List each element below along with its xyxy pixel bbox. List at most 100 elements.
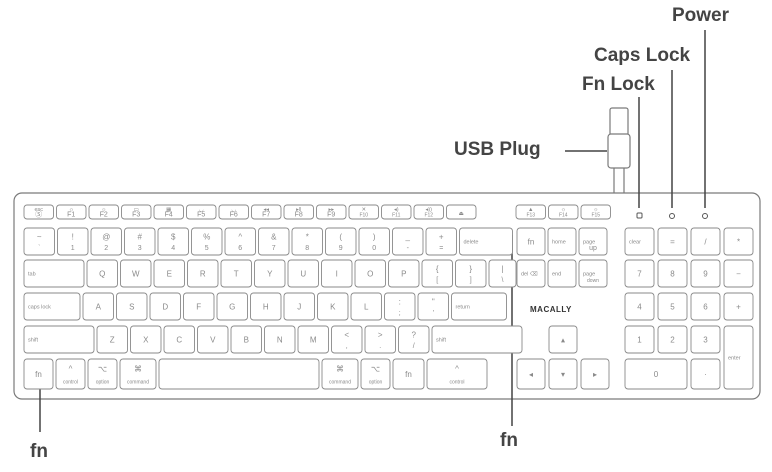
key-f15-cap (580, 204, 611, 220)
key-f13: ▲F13 (515, 204, 546, 220)
key-arrow-down: ▾ (548, 358, 578, 390)
key-delete: delete (459, 227, 513, 256)
key-np-0: 0 (624, 358, 688, 390)
key-delete-fwd-label: del ⌫ (521, 271, 539, 278)
key-shift-left: shift (23, 325, 95, 354)
key-r: R (187, 259, 219, 288)
key-caps-lock-cap (23, 292, 81, 321)
key-np-6-cap (690, 292, 721, 321)
key-f4-cap (153, 204, 184, 220)
key-7-cap (258, 227, 290, 256)
key-f2-cap (88, 204, 119, 220)
key-command-left-sublabel: command (127, 380, 149, 386)
key-home-cap (547, 227, 577, 256)
key-caps-lock-label: caps lock (28, 305, 51, 311)
key-f15-label: ☼ (593, 207, 598, 213)
key-u-cap (287, 259, 319, 288)
key-6-cap (224, 227, 256, 256)
key-np-4-label: 4 (637, 303, 642, 312)
key-np-5: 5 (657, 292, 688, 321)
key-rbracket-label: } (469, 264, 472, 273)
key-l-cap (350, 292, 382, 321)
key-e-cap (153, 259, 185, 288)
key-clear: clear (624, 227, 655, 256)
key-5: %5 (191, 227, 223, 256)
power-led-icon (702, 213, 708, 219)
key-semicolon-cap (384, 292, 416, 321)
key-option-right: ⌥option (360, 358, 391, 390)
key-f10-label: ✕ (361, 207, 366, 213)
key-np-divide-label: / (704, 238, 707, 247)
key-page-down-sublabel: down (587, 278, 599, 284)
key-tilde-cap (23, 227, 55, 256)
key-page-up-label: page (583, 240, 595, 246)
key-rbracket-cap (455, 259, 487, 288)
key-comma-sublabel: , (346, 343, 348, 350)
key-np-0-cap (624, 358, 688, 390)
key-5-sublabel: 5 (205, 245, 209, 252)
key-option-left-sublabel: option (96, 380, 110, 386)
key-np-minus-cap (723, 259, 754, 288)
key-comma: <, (331, 325, 363, 354)
key-command-left-label: ⌘ (134, 365, 142, 374)
key-f15-sublabel: F15 (591, 212, 600, 218)
key-a-label: A (96, 303, 102, 312)
key-clear-label: clear (629, 240, 641, 246)
key-comma-label: < (344, 330, 349, 339)
key-tilde-sublabel: ` (38, 245, 40, 252)
caps-lock-led-icon (669, 213, 675, 219)
key-8-sublabel: 8 (305, 245, 309, 252)
key-option-right-sublabel: option (369, 380, 383, 386)
key-0-label: ) (373, 232, 376, 241)
key-period-cap (364, 325, 396, 354)
key-semicolon-sublabel: ; (399, 310, 401, 317)
key-b-cap (230, 325, 262, 354)
key-f11-label: ◂) (394, 207, 399, 213)
key-2-sublabel: 2 (104, 245, 108, 252)
key-6-sublabel: 6 (238, 245, 242, 252)
key-slash: ?/ (398, 325, 430, 354)
key-f10-sublabel: F10 (359, 212, 368, 218)
key-f7-sublabel: F7 (262, 211, 270, 218)
key-np-multiply-cap (723, 227, 754, 256)
key-f14-cap (548, 204, 579, 220)
key-k: K (317, 292, 349, 321)
key-fn-nav-label: fn (528, 238, 535, 247)
key-esc-label: esc (34, 207, 43, 213)
key-m: M (297, 325, 329, 354)
key-rbracket: }] (455, 259, 487, 288)
key-u: U (287, 259, 319, 288)
key-np-divide: / (690, 227, 721, 256)
key-backslash: |\ (488, 259, 517, 288)
callout-fn-lock: Fn Lock (582, 74, 655, 95)
key-d-label: D (162, 303, 168, 312)
key-np-8: 8 (657, 259, 688, 288)
key-f6-sublabel: F6 (230, 211, 238, 218)
key-period: >. (364, 325, 396, 354)
key-rbracket-sublabel: ] (470, 277, 472, 284)
key-option-left-cap (87, 358, 118, 390)
key-i: I (321, 259, 353, 288)
key-f11: ◂)F11 (381, 204, 412, 220)
key-f10-cap (348, 204, 379, 220)
key-command-left-cap (119, 358, 157, 390)
key-delete-cap (459, 227, 513, 256)
key-0-sublabel: 0 (372, 245, 376, 252)
key-6: ^6 (224, 227, 256, 256)
key-5-label: % (203, 232, 210, 241)
key-page-down-cap (578, 259, 608, 288)
key-f1-cap (56, 204, 87, 220)
key-control-left-sublabel: control (63, 380, 78, 386)
key-n-label: N (277, 336, 283, 345)
key-np-4: 4 (624, 292, 655, 321)
key-tilde-label: ~ (37, 232, 42, 241)
key-t: T (220, 259, 252, 288)
key-f1-sublabel: F1 (67, 211, 75, 218)
key-shift-right-label: shift (436, 338, 447, 344)
key-end-label: end (552, 272, 561, 278)
key-f4-sublabel: F4 (165, 211, 173, 218)
key-x-cap (130, 325, 162, 354)
key-f5-cap (186, 204, 217, 220)
